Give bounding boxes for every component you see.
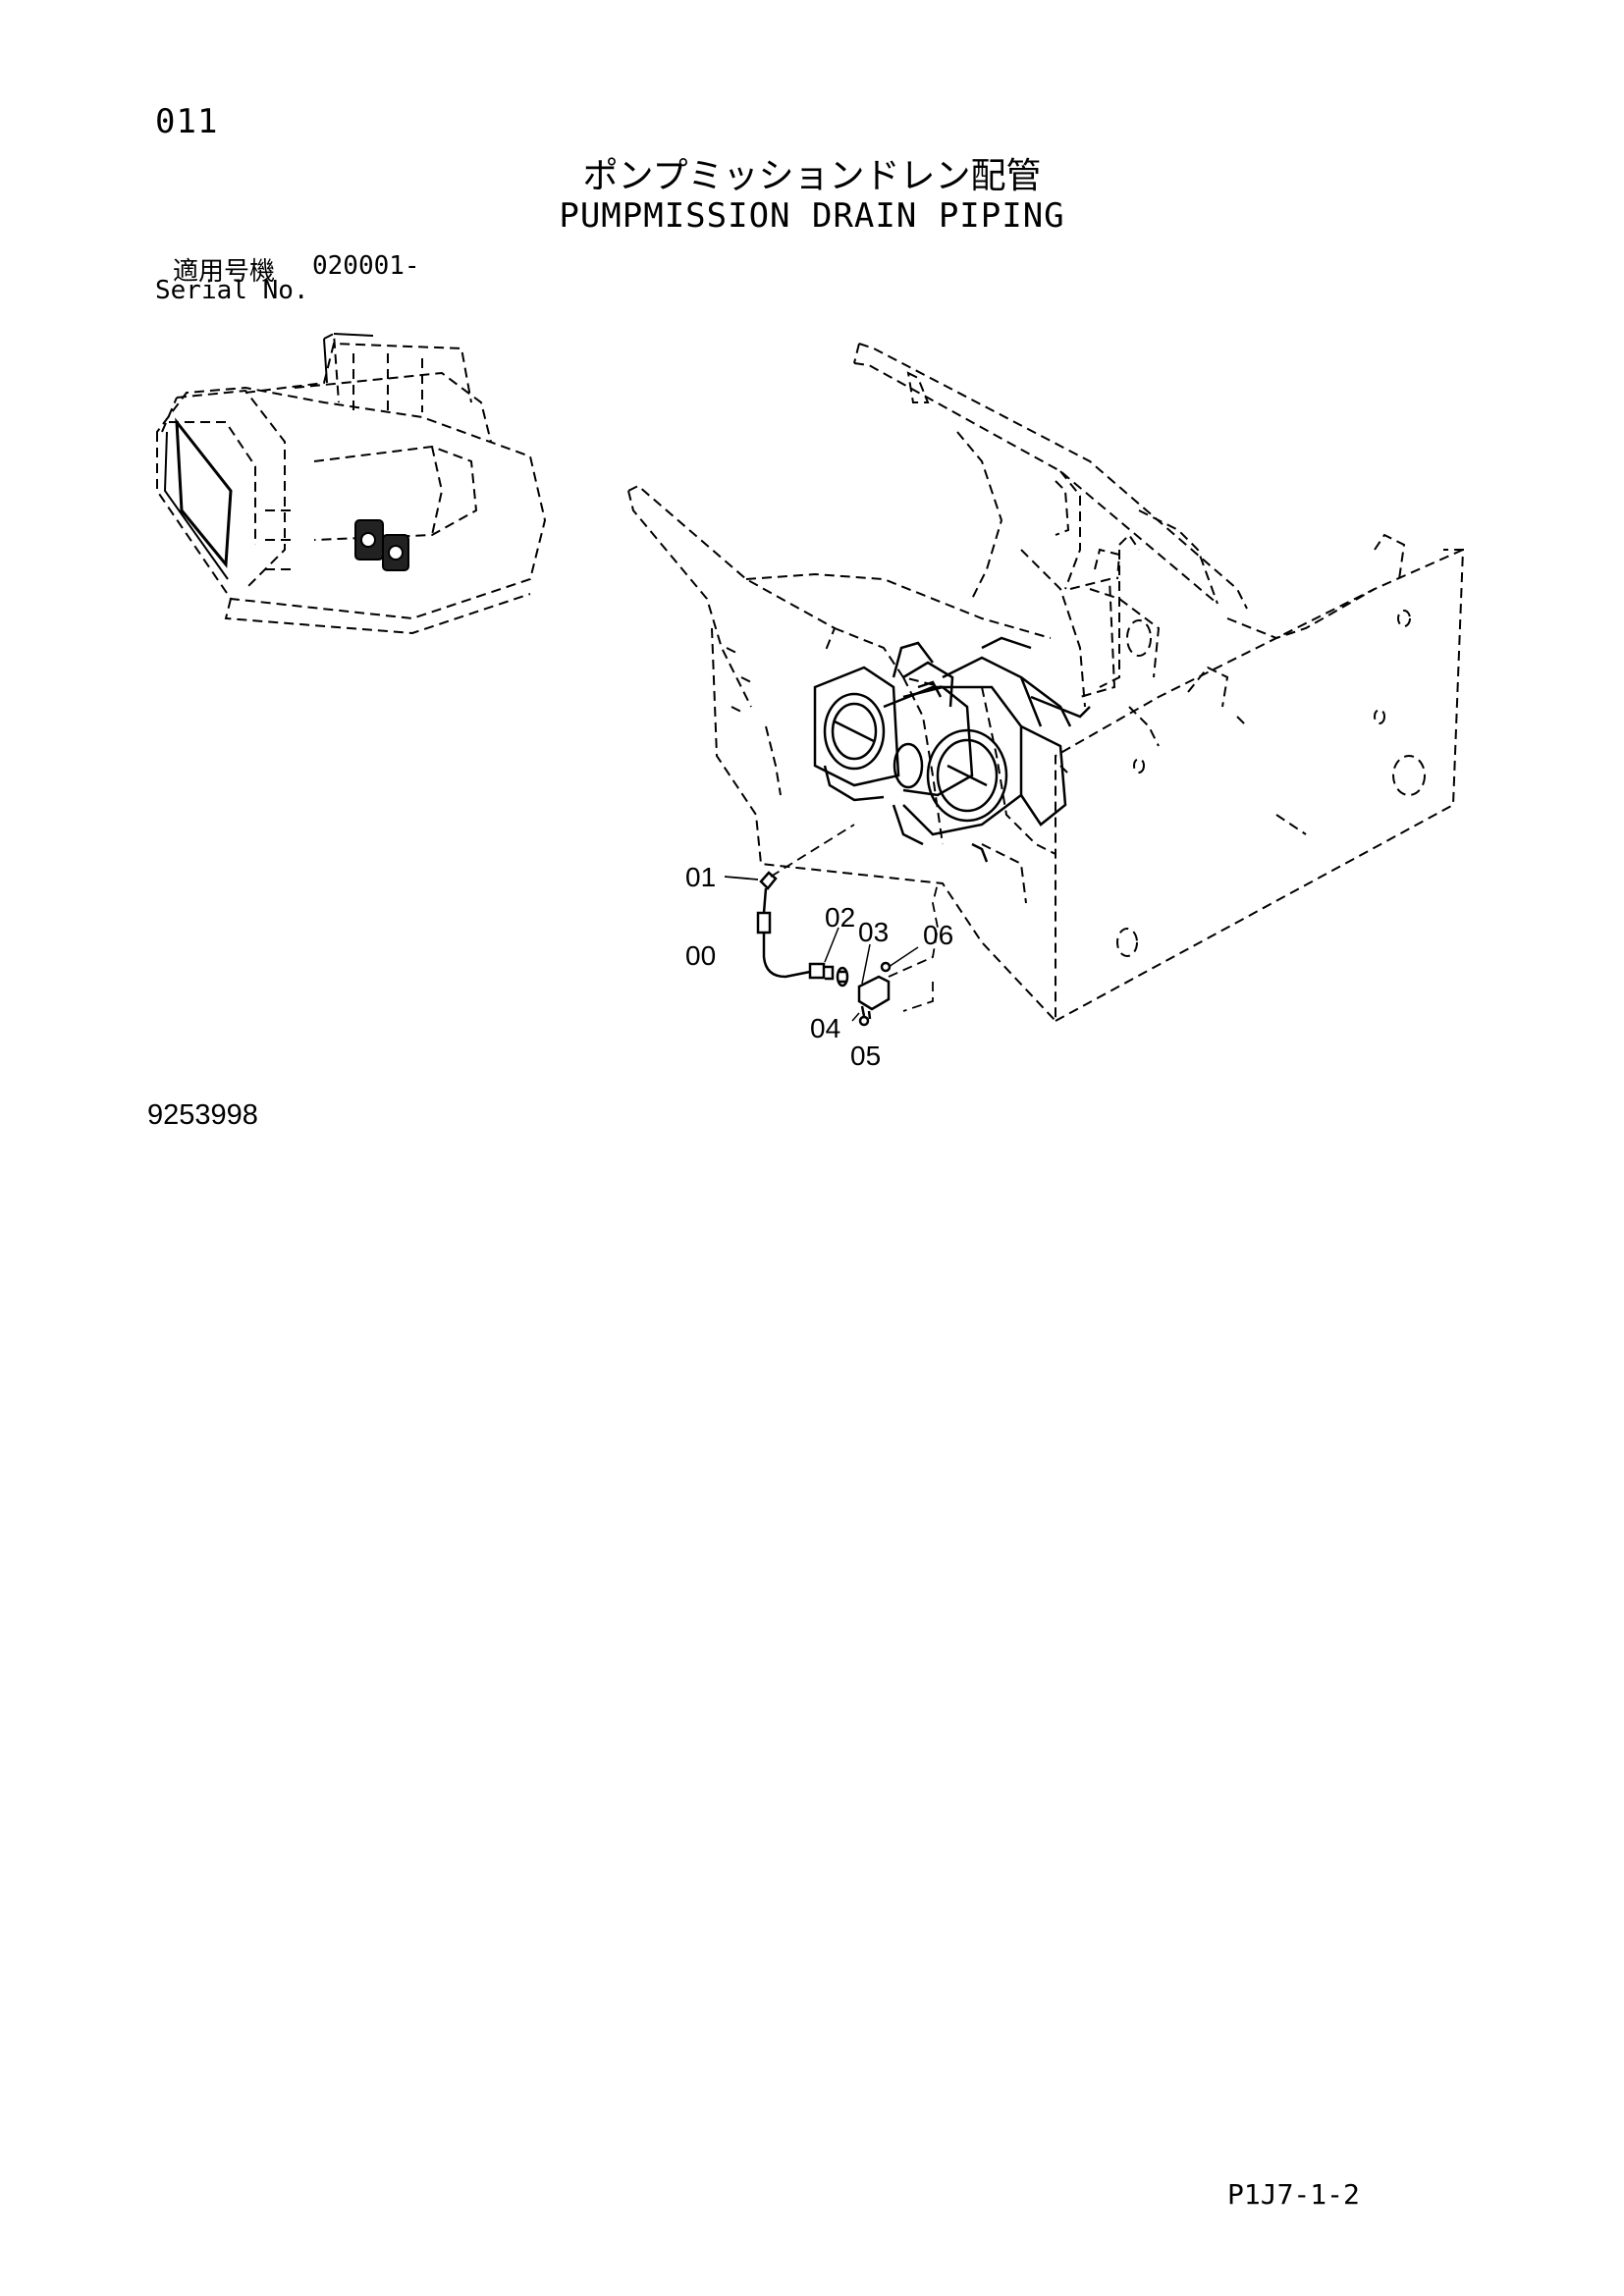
serial-label-english: Serial No. xyxy=(155,276,309,305)
title-english: PUMPMISSION DRAIN PIPING xyxy=(559,196,1065,236)
callout-01: 01 xyxy=(685,862,716,892)
callout-05: 05 xyxy=(850,1041,881,1071)
callout-03: 03 xyxy=(858,917,889,947)
overview-pump-highlight xyxy=(354,519,409,571)
page-code: P1J7-1-2 xyxy=(1227,2178,1360,2211)
drain-hose-assembly xyxy=(756,871,892,1027)
pump-transmission xyxy=(813,636,1091,863)
title-japanese: ポンプミッションドレン配管 xyxy=(582,156,1042,196)
main-frame-assembly xyxy=(627,343,1465,1027)
serial-label-japanese: 適用号機 xyxy=(173,257,276,287)
serial-range: 020001- xyxy=(312,251,420,281)
callout-04: 04 xyxy=(810,1013,840,1043)
overview-machine xyxy=(156,332,547,635)
callout-00: 00 xyxy=(685,940,716,971)
callout-06: 06 xyxy=(923,920,953,950)
callout-labels: 01 00 02 03 06 04 05 xyxy=(685,862,953,1071)
drawing-number: 9253998 xyxy=(147,1099,258,1131)
callout-02: 02 xyxy=(825,902,855,933)
page-number: 011 xyxy=(155,102,219,141)
